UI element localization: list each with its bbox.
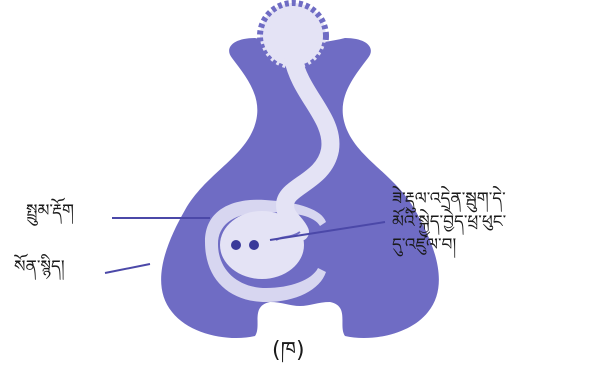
figure-caption: (ཁ) [272, 336, 305, 366]
label-right-line-3: དུ་འཛུལ་བ། [392, 234, 506, 257]
pointer-left-bottom [105, 264, 150, 273]
nucleus-1 [231, 240, 241, 250]
label-left-top: སྤྲུམ་རྡོག [26, 200, 74, 223]
label-left-bottom: སོན་སྙིད། [14, 256, 65, 279]
label-right: ཟེ་རྡུལ་འདྲེན་སྦུག་དེ་ མོའི་སྐྱེད་བྱེད་ཕ… [392, 188, 506, 257]
nucleus-2 [249, 240, 259, 250]
label-right-line-2: མོའི་སྐྱེད་བྱེད་ཕྲ་ཕུང་ [392, 211, 506, 234]
label-right-line-1: ཟེ་རྡུལ་འདྲེན་སྦུག་དེ་ [392, 188, 506, 211]
